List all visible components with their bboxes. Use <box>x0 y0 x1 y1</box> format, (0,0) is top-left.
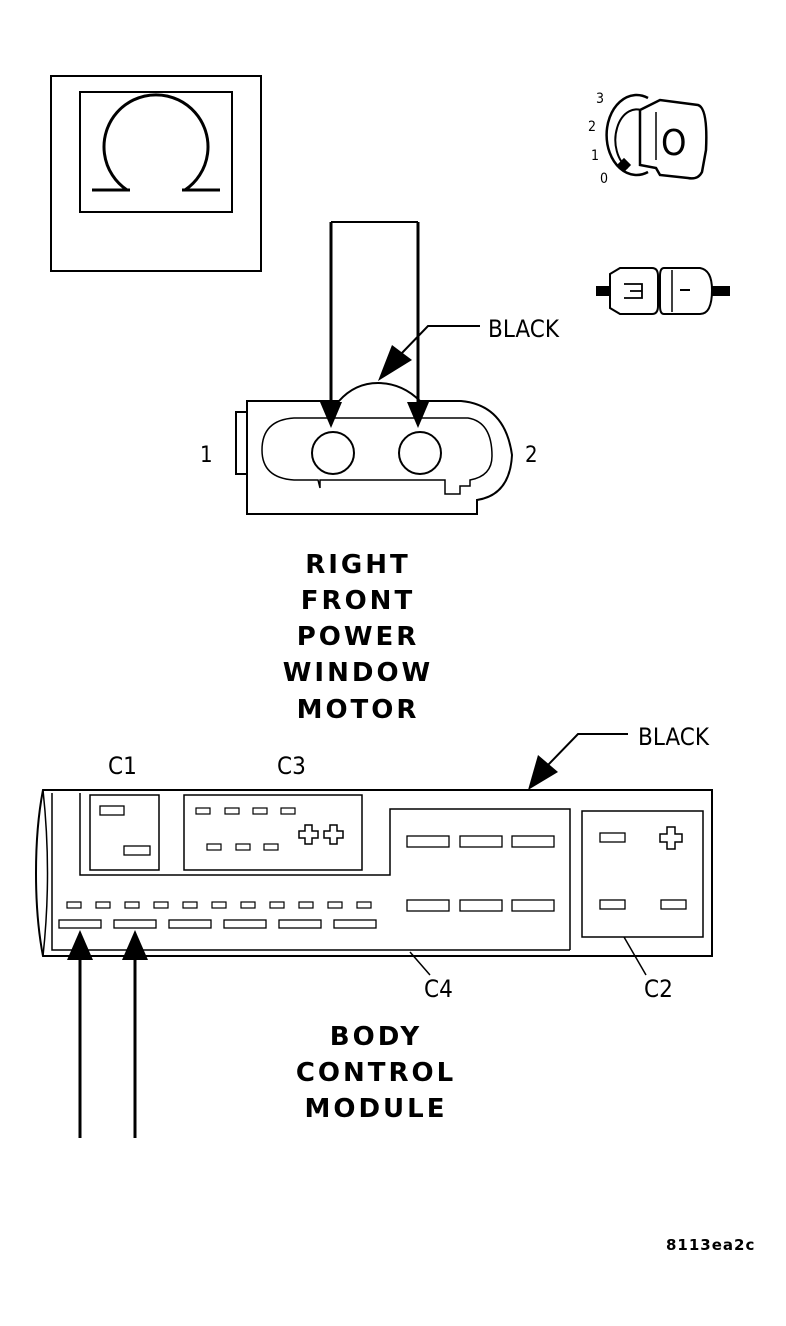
motor-connector-color-label: BLACK <box>488 315 560 343</box>
figure-code: 8113ea2c <box>666 1236 755 1254</box>
bcm-connector-c3 <box>183 794 363 871</box>
motor-title: RIGHT FRONT POWER WINDOW MOTOR <box>283 550 433 725</box>
motor-title-line-4: WINDOW <box>283 658 433 688</box>
ignition-position-0: 0 <box>600 171 608 187</box>
motor-connector: 1 2 <box>200 381 538 515</box>
bcm-title-line-3: MODULE <box>305 1094 448 1124</box>
body-control-module: C1 C3 C4 C2 <box>34 752 713 1003</box>
bcm-connector-color-label: BLACK <box>638 723 710 751</box>
motor-title-line-1: RIGHT <box>305 550 411 580</box>
bcm-c4-label: C4 <box>424 975 453 1003</box>
bcm-connector-c4 <box>58 835 555 929</box>
ignition-key-icon: 3 2 1 0 O <box>588 91 708 187</box>
bcm-title-line-1: BODY <box>330 1022 422 1052</box>
bcm-c3-label: C3 <box>277 752 306 780</box>
ohm-symbol-icon <box>102 93 210 192</box>
bcm-test-leads <box>67 930 148 1138</box>
bcm-color-callout: BLACK <box>528 723 710 790</box>
bcm-title: BODY CONTROL MODULE <box>296 1022 456 1124</box>
ignition-position-2: 2 <box>588 119 596 135</box>
motor-pin-2-label: 2 <box>525 443 538 468</box>
motor-test-leads <box>320 221 429 428</box>
bcm-title-line-2: CONTROL <box>296 1058 456 1088</box>
bcm-connector-c1 <box>89 794 160 871</box>
ohmmeter <box>50 75 262 272</box>
motor-title-line-5: MOTOR <box>297 695 420 725</box>
ignition-position-3: 3 <box>596 91 604 107</box>
bcm-c1-label: C1 <box>108 752 137 780</box>
connector-icon <box>596 267 730 315</box>
motor-title-line-2: FRONT <box>301 586 415 616</box>
bcm-c2-label: C2 <box>644 975 673 1003</box>
key-label: O <box>661 123 687 164</box>
motor-title-line-3: POWER <box>297 622 420 652</box>
motor-color-callout: BLACK <box>378 315 560 381</box>
motor-pin-1-label: 1 <box>200 443 213 468</box>
bcm-connector-c2 <box>581 810 704 938</box>
ignition-position-1: 1 <box>591 148 599 164</box>
